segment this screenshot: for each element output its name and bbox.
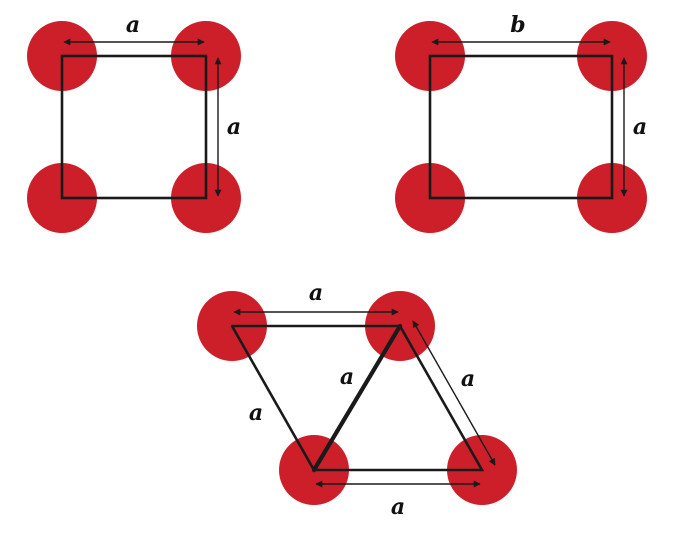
hexagonal-lattice: a a a a a bbox=[197, 280, 517, 520]
label-top: a bbox=[309, 280, 323, 306]
label-left: a bbox=[249, 400, 263, 426]
label-bottom: a bbox=[391, 494, 405, 520]
square-lattice: a a bbox=[27, 12, 241, 233]
rectangular-lattice: b a bbox=[395, 12, 647, 233]
label-side: a bbox=[227, 114, 241, 140]
dimension-arrow-right bbox=[412, 320, 496, 466]
label-right: a bbox=[461, 366, 475, 392]
label-diagonal: a bbox=[340, 364, 354, 390]
unit-cell-square bbox=[60, 54, 208, 200]
label-top: a bbox=[126, 12, 140, 38]
shared-diagonal-edge bbox=[311, 323, 403, 473]
label-top: b bbox=[510, 12, 525, 38]
unit-cell-rectangle bbox=[428, 54, 614, 200]
label-side: a bbox=[633, 114, 647, 140]
